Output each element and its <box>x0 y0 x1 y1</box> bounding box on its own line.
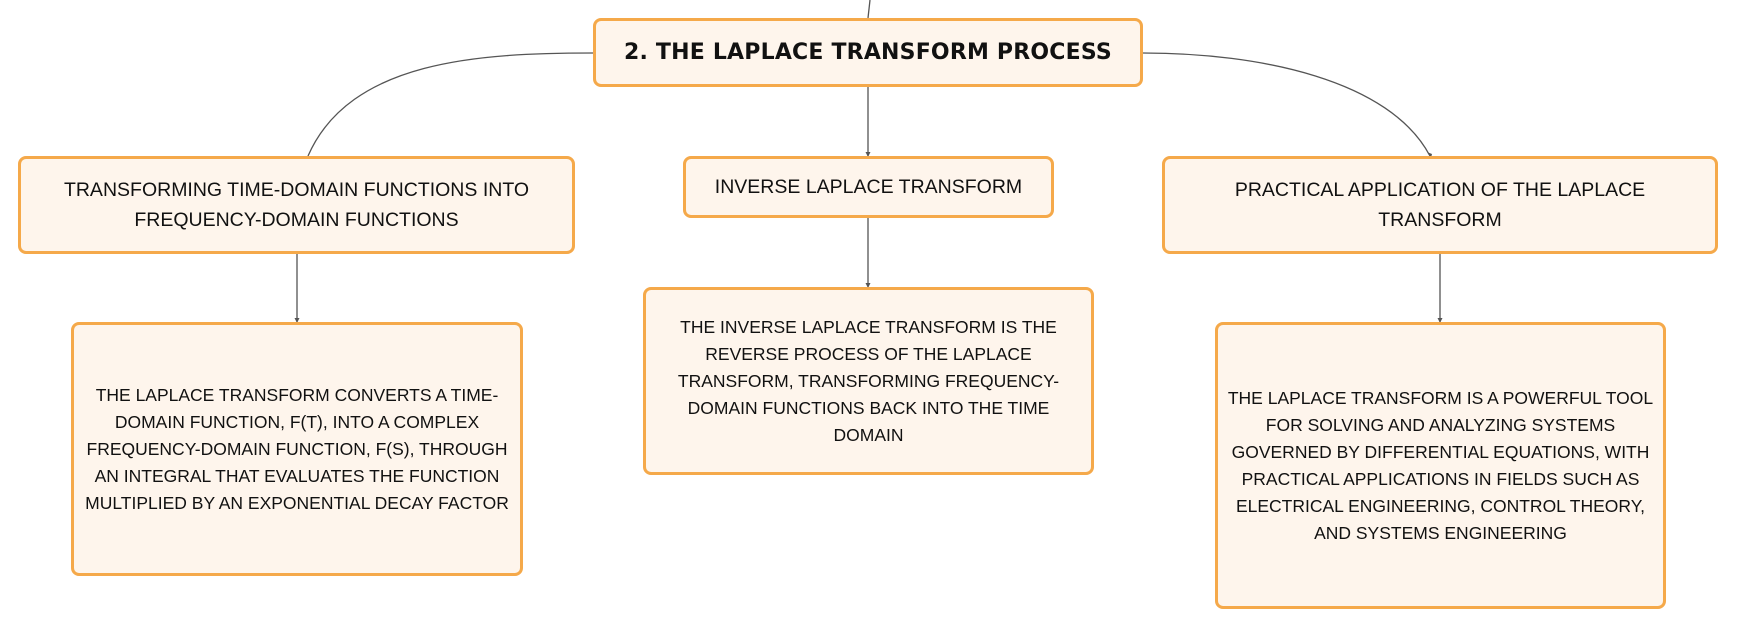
branch-node-title: INVERSE LAPLACE TRANSFORM <box>714 176 1023 198</box>
arrowhead-left-detail <box>294 318 300 323</box>
branch-node-inverse-laplace[interactable]: INVERSE LAPLACE TRANSFORM <box>683 156 1054 218</box>
branch-node-title: TRANSFORMING TIME-DOMAIN FUNCTIONS INTO … <box>63 179 530 231</box>
connector-parent-to-root <box>867 0 871 19</box>
branch-node-title: PRACTICAL APPLICATION OF THE LAPLACE TRA… <box>1234 179 1646 231</box>
root-node[interactable]: 2. THE LAPLACE TRANSFORM PROCESS <box>593 18 1143 87</box>
arrowhead-center-detail <box>865 283 871 288</box>
connector-root-to-left-branch <box>307 52 594 157</box>
detail-node-text: THE LAPLACE TRANSFORM CONVERTS A TIME-DO… <box>85 384 509 513</box>
arrowhead-center-branch <box>865 152 871 157</box>
detail-node-time-to-frequency[interactable]: THE LAPLACE TRANSFORM CONVERTS A TIME-DO… <box>71 322 523 576</box>
detail-node-text: THE LAPLACE TRANSFORM IS A POWERFUL TOOL… <box>1227 387 1654 543</box>
detail-node-text: THE INVERSE LAPLACE TRANSFORM IS THE REV… <box>677 316 1060 445</box>
arrowhead-right-detail <box>1437 318 1443 323</box>
detail-node-practical-application[interactable]: THE LAPLACE TRANSFORM IS A POWERFUL TOOL… <box>1215 322 1666 609</box>
root-node-title: 2. THE LAPLACE TRANSFORM PROCESS <box>624 40 1112 65</box>
branch-node-time-to-frequency[interactable]: TRANSFORMING TIME-DOMAIN FUNCTIONS INTO … <box>18 156 575 254</box>
connector-root-to-right-branch <box>1142 52 1431 157</box>
branch-node-practical-application[interactable]: PRACTICAL APPLICATION OF THE LAPLACE TRA… <box>1162 156 1718 254</box>
detail-node-inverse-laplace[interactable]: THE INVERSE LAPLACE TRANSFORM IS THE REV… <box>643 287 1094 475</box>
